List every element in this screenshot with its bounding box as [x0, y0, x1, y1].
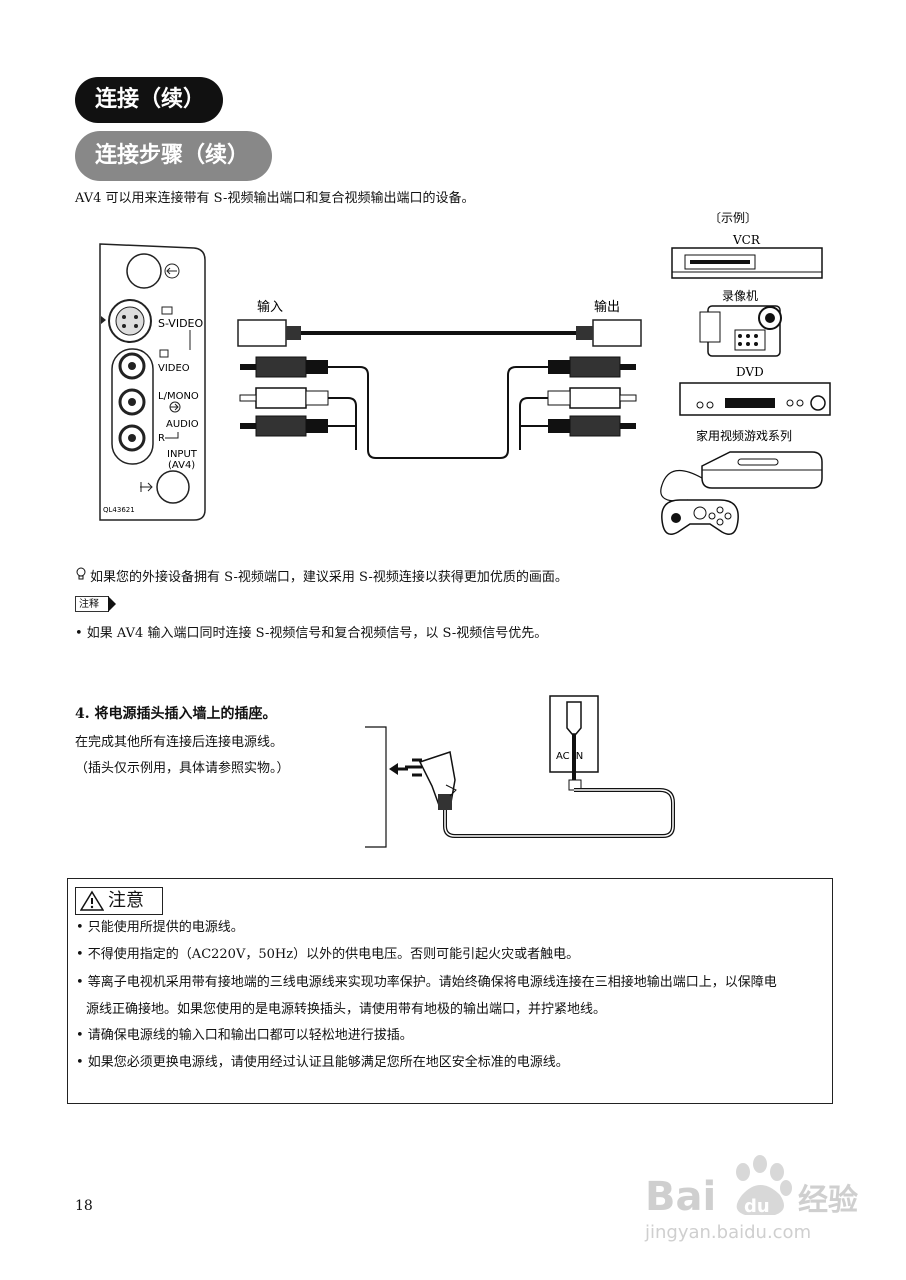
av4-input-panel: S-VIDEO VIDEO L/MONO AUDIO R INPUT (AV4)… — [99, 243, 206, 521]
svg-text:录像机: 录像机 — [722, 289, 758, 303]
svg-text:〔示例〕: 〔示例〕 — [709, 211, 757, 225]
step4-title: 4. 将电源插头插入墙上的插座。 — [75, 706, 277, 722]
svg-text:AC IN: AC IN — [556, 751, 583, 762]
av-cable: 输入 输出 — [237, 299, 642, 459]
svg-text:AUDIO: AUDIO — [166, 419, 199, 430]
svg-text:Bai: Bai — [645, 1174, 716, 1220]
svg-text:L/MONO: L/MONO — [158, 391, 199, 402]
caution-item: • 请确保电源线的输入口和输出口都可以轻松地进行拔插。 — [76, 1028, 413, 1043]
svg-text:QL43621: QL43621 — [103, 506, 135, 514]
svg-text:DVD: DVD — [736, 365, 764, 379]
svg-text:输出: 输出 — [594, 299, 620, 315]
example-devices: 〔示例〕 VCR 录像机 DVD 家用视频游戏系列 — [660, 211, 831, 535]
subsection-title: 连接步骤（续） — [75, 131, 272, 181]
step4-line2: （插头仅示例用，具体请参照实物。） — [75, 761, 290, 776]
svg-text:du: du — [744, 1196, 770, 1217]
svg-text:(AV4): (AV4) — [168, 460, 195, 471]
caution-box: 注意 • 只能使用所提供的电源线。 • 不得使用指定的（AC220V，50Hz）… — [67, 878, 833, 1104]
tip-icon — [75, 566, 87, 585]
svg-text:R: R — [158, 433, 165, 444]
baidu-jingyan-watermark: Bai du 经验 jingyan.baidu.com — [640, 1150, 880, 1245]
camcorder-icon — [699, 305, 782, 357]
svg-text:jingyan.baidu.com: jingyan.baidu.com — [644, 1222, 811, 1243]
warning-icon — [80, 890, 104, 911]
power-plug-diagram: AC IN — [365, 695, 675, 848]
caution-item: • 如果您必须更换电源线，请使用经过认证且能够满足您所在地区安全标准的电源线。 — [76, 1055, 569, 1070]
caution-item-continued: 源线正确接地。如果您使用的是电源转换插头，请使用带有地极的输出端口，并拧紧地线。 — [86, 1002, 607, 1017]
note-item: • 如果 AV4 输入端口同时连接 S-视频信号和复合视频信号，以 S-视频信号… — [75, 626, 548, 641]
caution-item: • 不得使用指定的（AC220V，50Hz）以外的供电电压。否则可能引起火灾或者… — [76, 947, 580, 962]
section-title: 连接（续） — [75, 77, 223, 123]
caution-item: • 只能使用所提供的电源线。 — [76, 920, 244, 935]
svg-text:VIDEO: VIDEO — [158, 363, 190, 374]
caution-title: 注意 — [75, 887, 163, 915]
svg-text:S-VIDEO: S-VIDEO — [158, 317, 203, 330]
note-arrow-icon — [108, 596, 116, 612]
connection-diagram: S-VIDEO VIDEO L/MONO AUDIO R INPUT (AV4)… — [99, 211, 831, 535]
intro-text: AV4 可以用来连接带有 S-视频输出端口和复合视频输出端口的设备。 — [75, 191, 475, 206]
game-console-icon — [660, 451, 823, 535]
note-tag: 注释 — [75, 596, 109, 612]
svg-text:INPUT: INPUT — [167, 449, 198, 460]
tip-text: 如果您的外接设备拥有 S-视频端口，建议采用 S-视频连接以获得更加优质的画面。 — [90, 570, 568, 585]
svg-text:VCR: VCR — [732, 233, 761, 247]
caution-item: • 等离子电视机采用带有接地端的三线电源线来实现功率保护。请始终确保将电源线连接… — [76, 975, 777, 990]
svg-text:家用视频游戏系列: 家用视频游戏系列 — [696, 428, 792, 443]
step4-line1: 在完成其他所有连接后连接电源线。 — [75, 735, 284, 750]
page-number: 18 — [75, 1198, 93, 1214]
svg-text:经验: 经验 — [798, 1183, 858, 1218]
svg-text:输入: 输入 — [257, 299, 283, 315]
